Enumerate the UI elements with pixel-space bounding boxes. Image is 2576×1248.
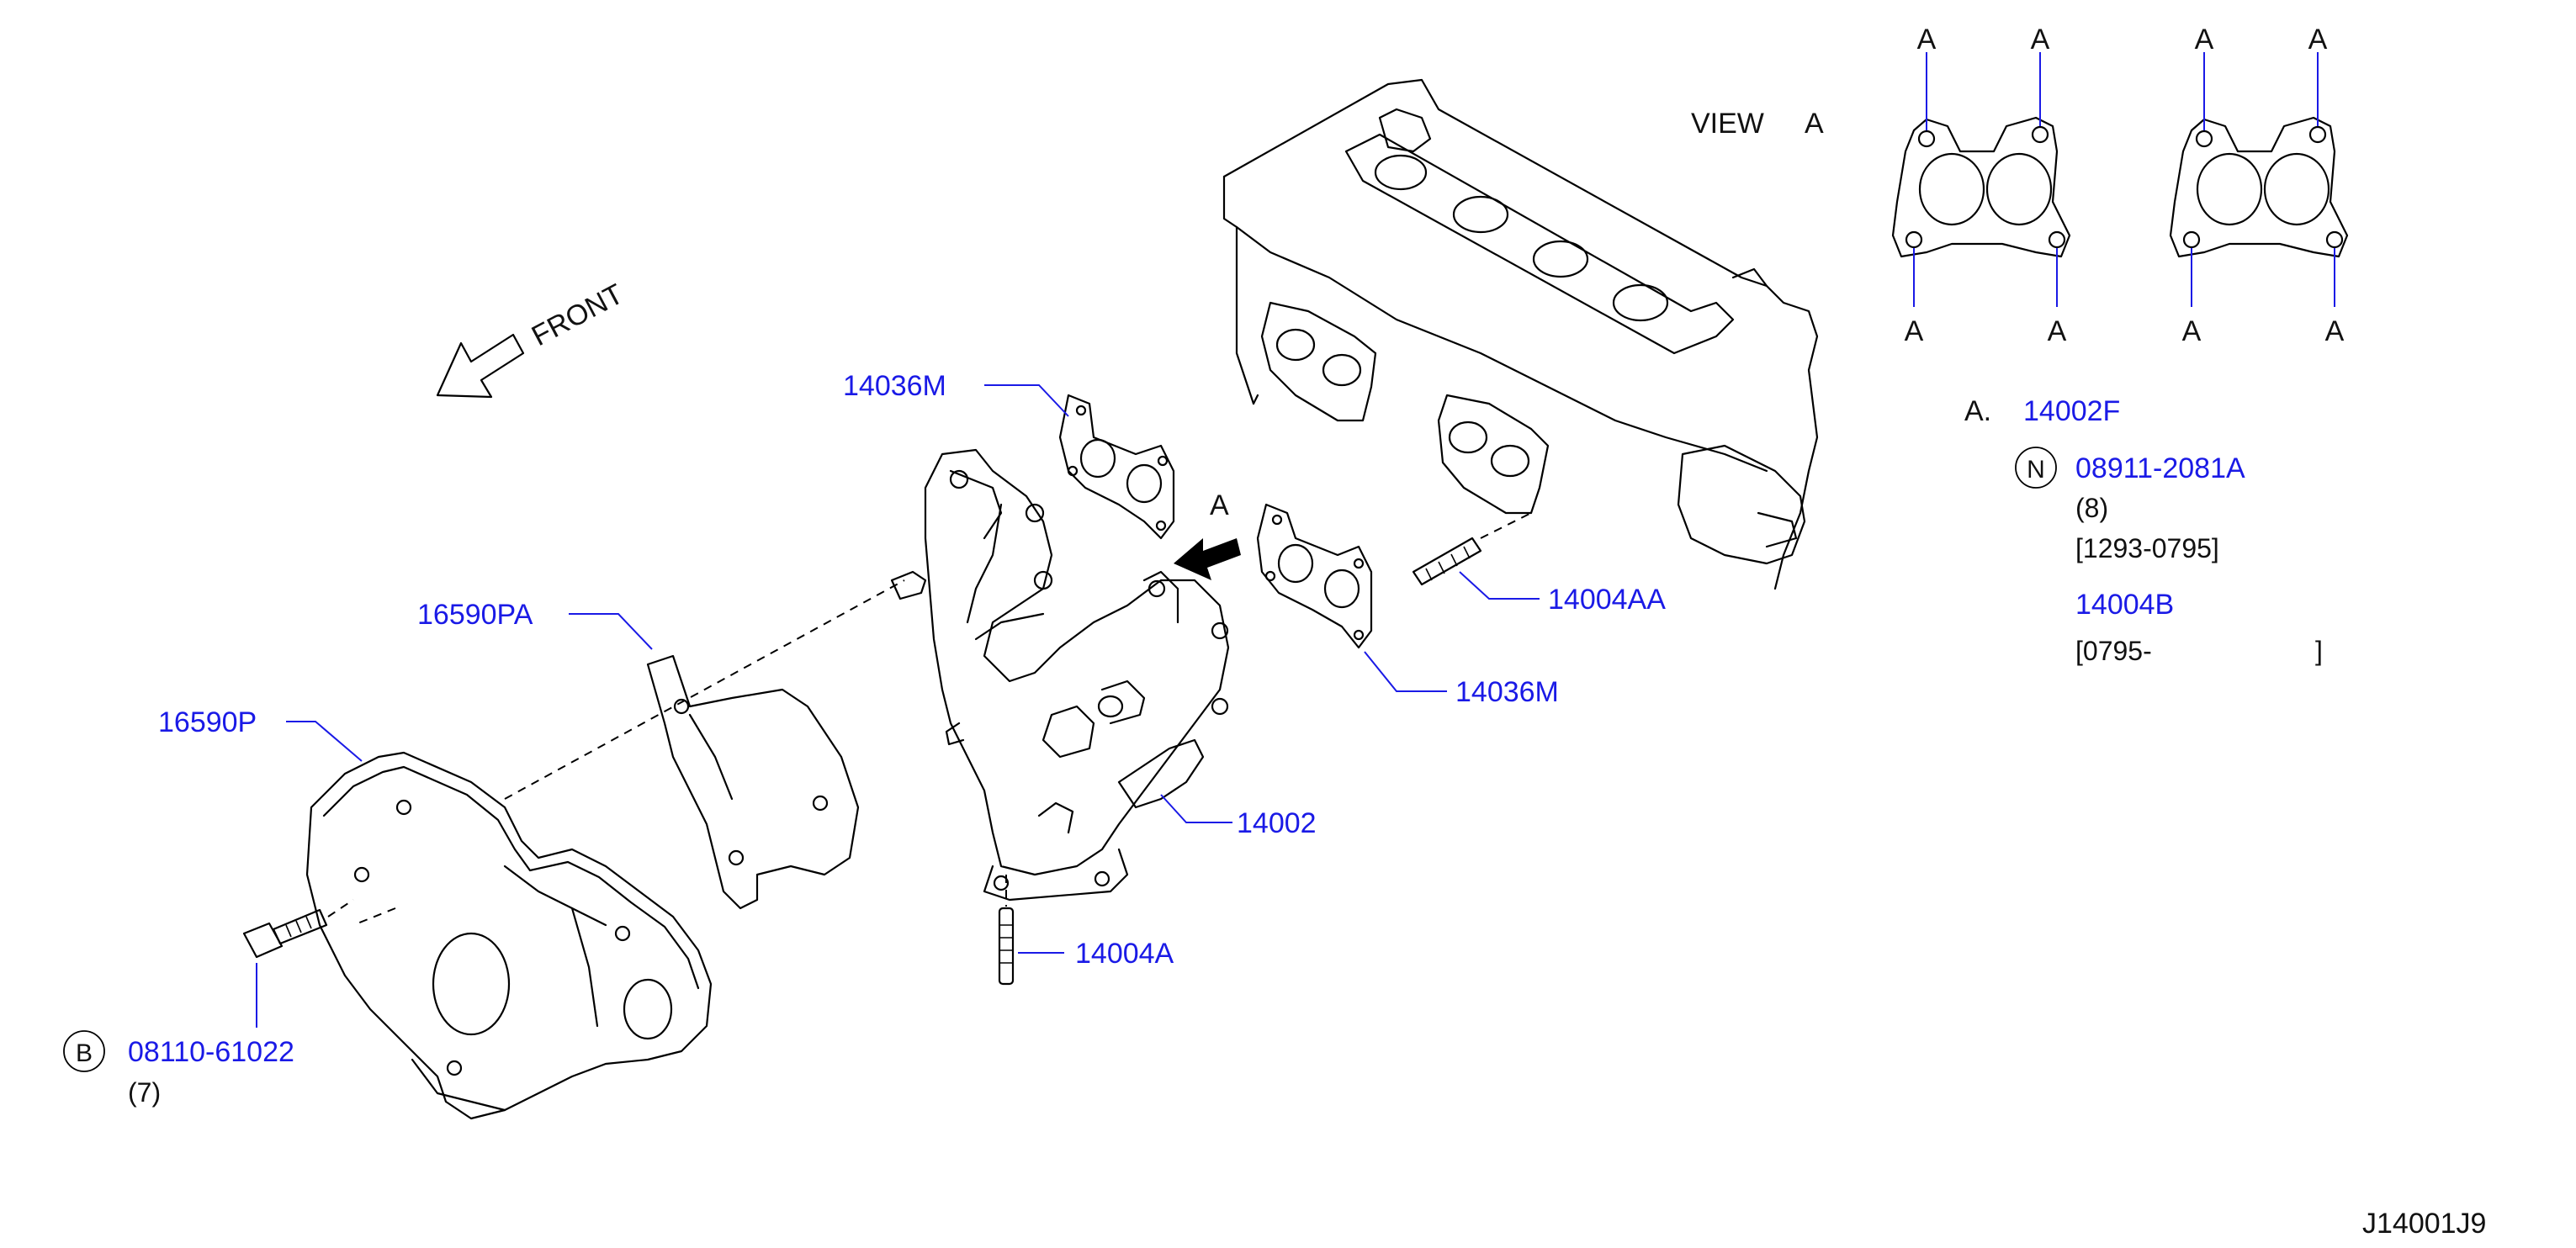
view-a-gasket-right (2169, 116, 2349, 258)
alt-date-end: ] (2315, 636, 2323, 666)
view-a-letter: A (2308, 24, 2328, 56)
label-16590pa[interactable]: 16590PA (417, 599, 533, 631)
front-label: FRONT (527, 278, 628, 353)
bolt-qty: (7) (128, 1077, 161, 1108)
head-exhaust-ports (1260, 301, 1550, 515)
label-08911-2081a[interactable]: 08911-2081A (2075, 452, 2245, 484)
arrow-a-label: A (1210, 489, 1229, 521)
view-a-leaders (1913, 52, 2335, 307)
label-14036m-right[interactable]: 14036M (1455, 676, 1559, 708)
leader-lines (256, 384, 1540, 1028)
view-a-letter: A (2195, 24, 2214, 56)
bolt-symbol-circle (63, 1030, 105, 1072)
stud-symbol: N (2027, 456, 2045, 484)
exhaust-manifold-14002 (890, 448, 1230, 902)
label-14004b[interactable]: 14004B (2075, 589, 2174, 621)
label-14036m-top[interactable]: 14036M (843, 370, 946, 402)
heat-shield-16590p (305, 751, 713, 1120)
label-14002f[interactable]: 14002F (2023, 395, 2120, 427)
drawing-id: J14001J9 (2362, 1208, 2486, 1240)
view-a-letter: A (2182, 315, 2202, 347)
label-08110-61022[interactable]: 08110-61022 (128, 1036, 294, 1068)
view-a-letter: A (2048, 315, 2067, 347)
view-a-letter: A (2325, 315, 2345, 347)
stud-qty: (8) (2075, 493, 2108, 523)
label-16590p[interactable]: 16590P (158, 706, 257, 738)
label-14004aa[interactable]: 14004AA (1548, 584, 1666, 616)
view-a-letter: A (2031, 24, 2050, 56)
legend-item-letter: A. (1964, 395, 1991, 427)
gasket-14036m-right (1256, 503, 1373, 649)
bolt-symbol: B (76, 1039, 93, 1067)
view-a-letter: A (1905, 315, 1924, 347)
cylinder-head-drawing (1222, 78, 1819, 590)
alignment-line-upper (504, 579, 905, 800)
heat-shield-16590pa (646, 654, 860, 910)
view-a-gasket-left (1891, 116, 2071, 258)
alignment-line-lower (352, 907, 396, 926)
view-title: VIEW (1691, 108, 1764, 140)
label-14002[interactable]: 14002 (1237, 807, 1317, 839)
stud-14004aa (1412, 512, 1532, 586)
view-letter: A (1805, 108, 1824, 140)
view-a-letter: A (1917, 24, 1937, 56)
front-arrow-icon (436, 333, 525, 399)
stud-symbol-circle (2015, 447, 2057, 489)
stud-14004a (998, 875, 1015, 986)
gasket-14036m-top (1058, 394, 1175, 540)
label-14004a[interactable]: 14004A (1075, 938, 1174, 970)
alt-date-start: [0795- (2075, 636, 2152, 666)
view-a-arrow-icon (1174, 538, 1241, 580)
stud-date-range: [1293-0795] (2075, 533, 2219, 563)
bolt-08110-61022 (242, 899, 354, 959)
